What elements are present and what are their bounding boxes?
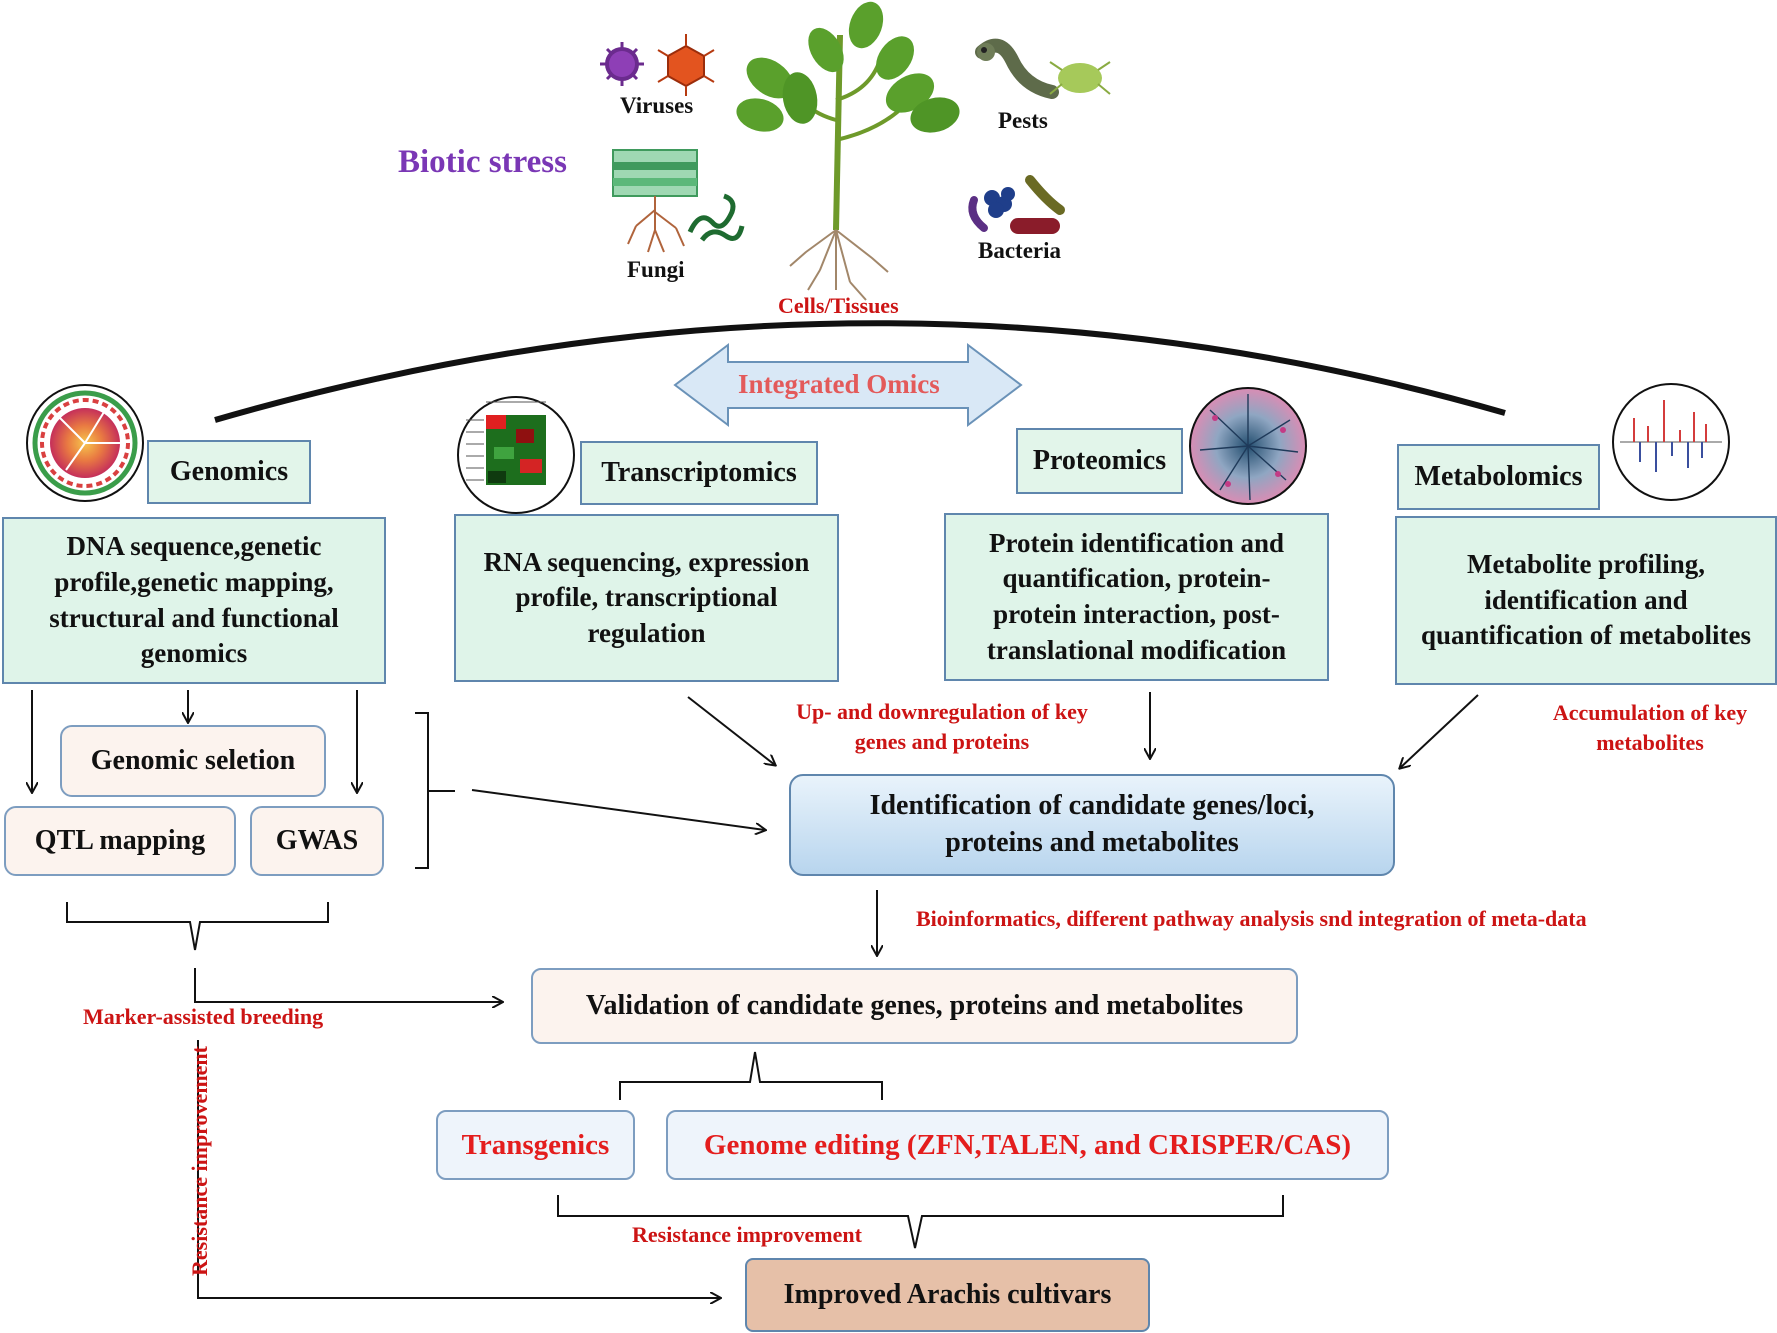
up-down-regulation-note: Up- and downregulation of key genes and … bbox=[796, 699, 1088, 754]
accumulation-note: Accumulation of key metabolites bbox=[1552, 700, 1748, 755]
arrow-resistance-to-cultivars bbox=[197, 1040, 720, 1298]
fungi-hyphae-icon bbox=[687, 193, 745, 242]
genome-editing-box: Genome editing (ZFN,TALEN, and CRISPER/C… bbox=[666, 1110, 1389, 1180]
arrow-tools-identification bbox=[471, 789, 765, 830]
arrow-metabolomics-identification bbox=[1400, 694, 1479, 768]
pest-mite-icon bbox=[1049, 61, 1111, 95]
proteomics-description: Protein identification and quantificatio… bbox=[944, 513, 1329, 681]
bacteria-icon bbox=[968, 175, 1065, 234]
bacteriophage-icon bbox=[657, 34, 715, 96]
proteomics-network-icon bbox=[1189, 387, 1307, 505]
genomics-circos-icon bbox=[26, 384, 144, 502]
gwas-box: GWAS bbox=[250, 806, 384, 876]
integrated-omics-arrow bbox=[673, 342, 1023, 428]
plant-icon bbox=[736, 1, 960, 301]
improved-cultivars-box: Improved Arachis cultivars bbox=[745, 1258, 1150, 1332]
transcriptomics-header: Transcriptomics bbox=[580, 441, 818, 505]
transgenics-box: Transgenics bbox=[436, 1110, 635, 1180]
tools-bottom-brace bbox=[66, 902, 329, 951]
arrow-transcriptomics-identification bbox=[687, 696, 775, 765]
transcriptomics-description: RNA sequencing, expression profile, tran… bbox=[454, 514, 839, 682]
biotic-stress-title: Biotic stress bbox=[398, 144, 567, 180]
transcriptomics-heatmap-icon bbox=[457, 396, 575, 514]
validation-brace bbox=[619, 1051, 883, 1100]
cells-tissues-label: Cells/Tissues bbox=[778, 293, 899, 318]
proteomics-header: Proteomics bbox=[1016, 428, 1183, 494]
metabolomics-header: Metabolomics bbox=[1397, 444, 1600, 510]
genomics-description: DNA sequence,genetic profile,genetic map… bbox=[2, 517, 386, 684]
bioinformatics-note: Bioinformatics, different pathway analys… bbox=[916, 906, 1587, 931]
viruses-label: Viruses bbox=[620, 93, 694, 118]
integrated-omics-label: Integrated Omics bbox=[738, 369, 940, 399]
arrow-marker-to-validation bbox=[194, 968, 502, 1002]
validation-box: Validation of candidate genes, proteins … bbox=[531, 968, 1298, 1044]
tools-bracket bbox=[415, 712, 455, 869]
genomic-selection-box: Genomic seletion bbox=[60, 725, 326, 797]
fungi-leaf-section-icon bbox=[612, 149, 698, 253]
bacteria-label: Bacteria bbox=[978, 238, 1062, 263]
pest-larva-icon bbox=[975, 38, 1059, 99]
qtl-mapping-box: QTL mapping bbox=[4, 806, 236, 876]
resistance-improvement-bottom: Resistance improvement bbox=[632, 1222, 862, 1247]
fungi-label: Fungi bbox=[627, 257, 685, 282]
metabolomics-description: Metabolite profiling, identification and… bbox=[1395, 516, 1777, 685]
metabolomics-spectrum-icon bbox=[1612, 383, 1730, 501]
editing-bottom-brace bbox=[557, 1195, 1284, 1249]
virus-icon bbox=[600, 42, 644, 86]
resistance-improvement-vertical: Resistance improvement bbox=[187, 1046, 212, 1276]
identification-box: Identification of candidate genes/loci, … bbox=[789, 774, 1395, 876]
pests-label: Pests bbox=[998, 108, 1048, 133]
marker-assisted-breeding-note: Marker-assisted breeding bbox=[83, 1004, 324, 1029]
integration-arc bbox=[214, 320, 1506, 423]
genomics-header: Genomics bbox=[147, 440, 311, 504]
